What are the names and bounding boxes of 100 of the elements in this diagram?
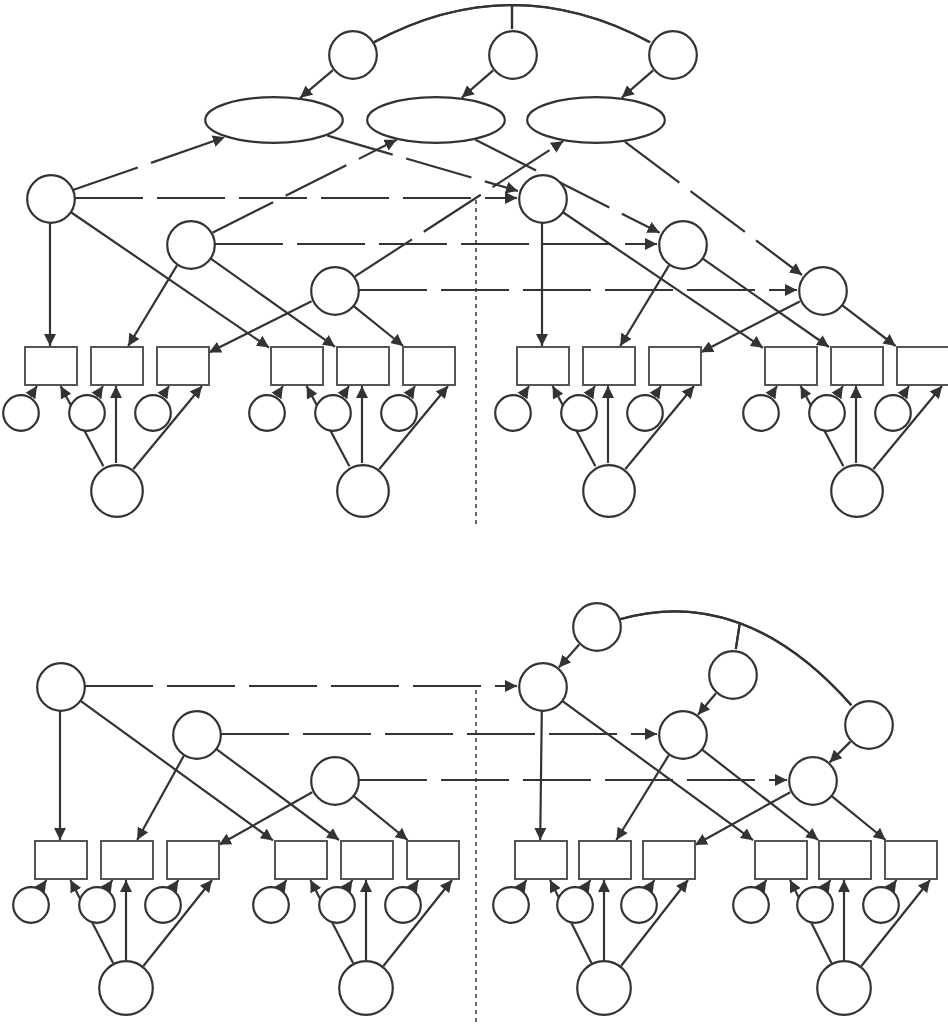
arrow	[701, 748, 819, 841]
observed-variable-box	[335, 346, 389, 386]
arrow	[562, 211, 764, 349]
arrow	[337, 385, 350, 400]
latent-variable-circle	[309, 265, 359, 315]
observed-variable-box	[829, 346, 883, 386]
error-term-circle	[493, 393, 531, 431]
arrow	[136, 755, 185, 841]
arrow	[352, 304, 404, 347]
arrow	[838, 880, 850, 960]
error-term-circle	[317, 885, 355, 923]
latent-variable-circle	[581, 463, 635, 517]
error-term-circle	[247, 393, 285, 431]
arrow	[561, 699, 754, 842]
arrow	[221, 728, 657, 740]
error-term-circle	[873, 393, 911, 431]
error-term-circle	[251, 885, 289, 923]
arrow	[461, 69, 494, 99]
arrow	[100, 879, 114, 894]
arrow	[557, 643, 581, 669]
arrow	[897, 385, 910, 400]
arrow	[602, 386, 614, 463]
arrow	[69, 879, 115, 964]
arrow	[299, 69, 334, 99]
arrow	[642, 879, 656, 894]
observed-variable-box	[817, 840, 871, 880]
arrow	[120, 880, 132, 960]
arrow	[211, 138, 398, 234]
observed-variable-box	[339, 840, 393, 880]
arrow	[754, 879, 768, 894]
latent-variable-circle	[843, 699, 893, 749]
arrow	[25, 385, 38, 400]
error-term-circle	[143, 885, 181, 923]
arrow	[621, 69, 654, 99]
latent-ellipse	[366, 96, 506, 144]
arrow	[44, 223, 56, 346]
arrow	[765, 385, 778, 400]
arrow	[694, 791, 791, 846]
arrow	[624, 140, 803, 276]
error-term-circle	[795, 885, 833, 923]
observed-variable-box	[641, 840, 695, 880]
observed-variable-box	[273, 840, 327, 880]
arrow	[73, 135, 226, 191]
arrow	[789, 879, 833, 964]
arrow	[70, 211, 270, 349]
error-term-circle	[731, 885, 769, 923]
error-term-circle	[555, 885, 593, 923]
arrow	[85, 680, 517, 692]
arrow	[54, 711, 66, 840]
latent-variable-circle	[335, 463, 389, 517]
arrow	[274, 879, 288, 894]
arrow	[697, 692, 717, 716]
arrow	[517, 385, 530, 400]
arrow	[700, 300, 801, 354]
observed-variable-box	[577, 840, 631, 880]
error-term-circle	[1, 393, 39, 431]
arrow	[514, 879, 528, 894]
latent-variable-circle	[165, 219, 215, 269]
observed-variable-box	[99, 840, 153, 880]
arrow	[701, 257, 830, 348]
arrow	[354, 140, 564, 278]
arrow	[59, 385, 105, 467]
arrow	[598, 880, 610, 960]
arrow	[327, 134, 519, 194]
latent-variable-circle	[89, 463, 143, 517]
latent-variable-circle	[171, 709, 221, 759]
latent-variable-circle	[647, 29, 697, 79]
arrow	[209, 257, 336, 348]
error-term-circle	[741, 393, 779, 431]
observed-variable-box	[269, 346, 323, 386]
arrow	[860, 879, 931, 967]
arrow	[406, 879, 420, 894]
error-term-circle	[67, 393, 105, 431]
arrow	[340, 879, 354, 894]
arrow	[166, 879, 180, 894]
latent-variable-circle	[829, 463, 883, 517]
arrow	[208, 300, 313, 354]
arrow	[356, 386, 368, 463]
error-term-circle	[383, 885, 421, 923]
latent-variable-circle	[657, 709, 707, 759]
arrow	[157, 385, 170, 400]
arrow	[534, 711, 547, 840]
arrow	[831, 385, 844, 400]
observed-variable-box	[895, 346, 948, 386]
arrow	[305, 385, 351, 467]
arrow	[142, 879, 213, 967]
arrow	[91, 385, 104, 400]
arrow	[360, 880, 372, 960]
latent-variable-circle	[571, 601, 621, 651]
observed-variable-box	[33, 840, 87, 880]
arrow	[110, 386, 122, 463]
arrow	[583, 385, 596, 400]
arrow	[872, 385, 943, 470]
latent-ellipse	[204, 96, 344, 144]
observed-variable-box	[883, 840, 937, 880]
arrow	[536, 223, 548, 346]
latent-variable-circle	[797, 265, 847, 315]
arrow	[841, 304, 897, 347]
observed-variable-box	[89, 346, 143, 386]
arrow	[474, 138, 661, 234]
